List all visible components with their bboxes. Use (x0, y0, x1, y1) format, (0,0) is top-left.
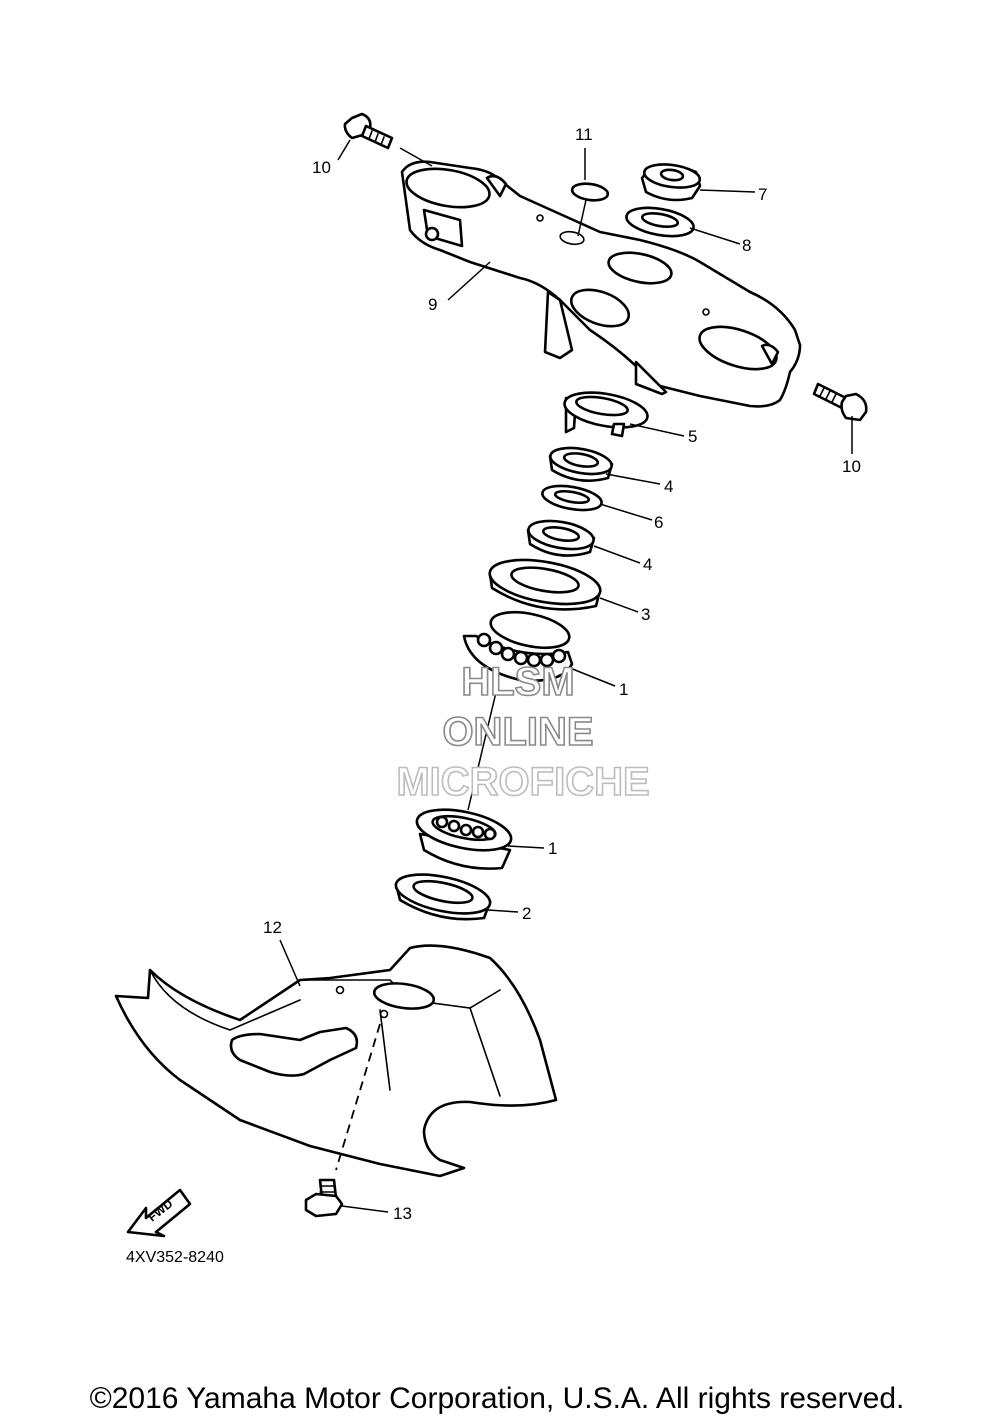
watermark: HLSM ONLINE MICROFICHE (396, 659, 651, 805)
ring-nut-4-lower (526, 519, 596, 557)
callout-13: 13 (393, 1204, 412, 1223)
callout-labels: 10 11 7 8 9 5 10 4 6 4 3 1 1 2 12 13 (263, 125, 861, 1223)
bolt-axis-dashed (335, 1023, 381, 1171)
watermark-line-3: MICROFICHE (396, 760, 649, 804)
callout-6: 6 (654, 513, 663, 532)
fwd-arrow: FWD (126, 1188, 192, 1238)
bolt-13 (304, 1178, 344, 1218)
callout-9: 9 (428, 295, 437, 314)
washer-8 (625, 206, 695, 238)
bearing-1-upper (462, 610, 574, 682)
bolt-10-lower (812, 382, 868, 422)
callout-8: 8 (742, 236, 751, 255)
nut-7 (640, 163, 702, 202)
callout-4-lower: 4 (643, 555, 652, 574)
seal-2 (394, 873, 492, 921)
lock-washer-5 (563, 391, 649, 438)
cover-3 (488, 558, 602, 611)
ring-nut-4-upper (548, 446, 614, 482)
under-bracket-12 (114, 944, 558, 1178)
diagram-reference: 4XV352-8240 (126, 1249, 224, 1266)
callout-4-upper: 4 (664, 477, 673, 496)
bearing-1-lower (415, 808, 513, 870)
callout-7: 7 (758, 185, 767, 204)
watermark-line-2: ONLINE (442, 710, 593, 754)
callout-3: 3 (641, 605, 650, 624)
upper-bracket-9 (400, 160, 802, 408)
callout-1-lower: 1 (548, 839, 557, 858)
bolt-10-upper (343, 112, 394, 150)
callout-5: 5 (688, 427, 697, 446)
axis-line (467, 683, 499, 811)
callout-2: 2 (522, 904, 531, 923)
washer-6 (541, 484, 603, 512)
callout-11: 11 (575, 125, 593, 144)
callout-10-upper: 10 (312, 158, 331, 177)
copyright-notice: ©2016 Yamaha Motor Corporation, U.S.A. A… (90, 1382, 905, 1415)
leader-lines (279, 139, 853, 1213)
cap-11 (570, 182, 610, 202)
callout-10-lower: 10 (842, 457, 861, 476)
watermark-line-1: HLSM (461, 660, 574, 704)
callout-1-upper: 1 (619, 680, 628, 699)
callout-12: 12 (263, 918, 282, 937)
